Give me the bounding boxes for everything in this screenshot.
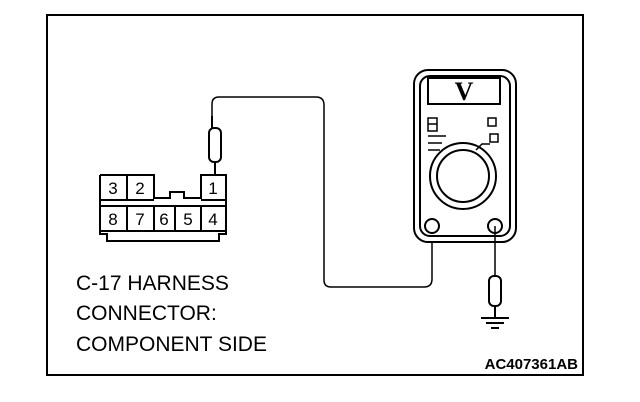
meter-display-text: V [455,77,474,106]
com-jack [424,218,440,234]
meter-display [427,77,501,105]
connector-body [99,174,227,242]
pin-label-2: 2 [135,179,144,198]
pin-label-4: 4 [208,210,217,229]
pin-label-3: 3 [108,179,117,198]
figure-code: AC407361AB [485,356,579,373]
voltmeter-icon [413,69,517,243]
probe-icon [208,116,222,176]
caption-line-2: CONNECTOR: [76,302,217,325]
caption-line-1: C-17 HARNESS [76,272,229,295]
pin-label-8: 8 [108,210,117,229]
ground-probe [488,226,502,318]
test-lead-wire [211,96,433,288]
pin-label-5: 5 [183,210,192,229]
caption-line-3: COMPONENT SIDE [76,333,267,356]
ground-icon [481,317,509,329]
selector-dial [429,142,497,210]
c17-connector [99,174,227,242]
pin-label-7: 7 [135,210,144,229]
pin-label-6: 6 [159,210,168,229]
pin-label-1: 1 [208,179,217,198]
